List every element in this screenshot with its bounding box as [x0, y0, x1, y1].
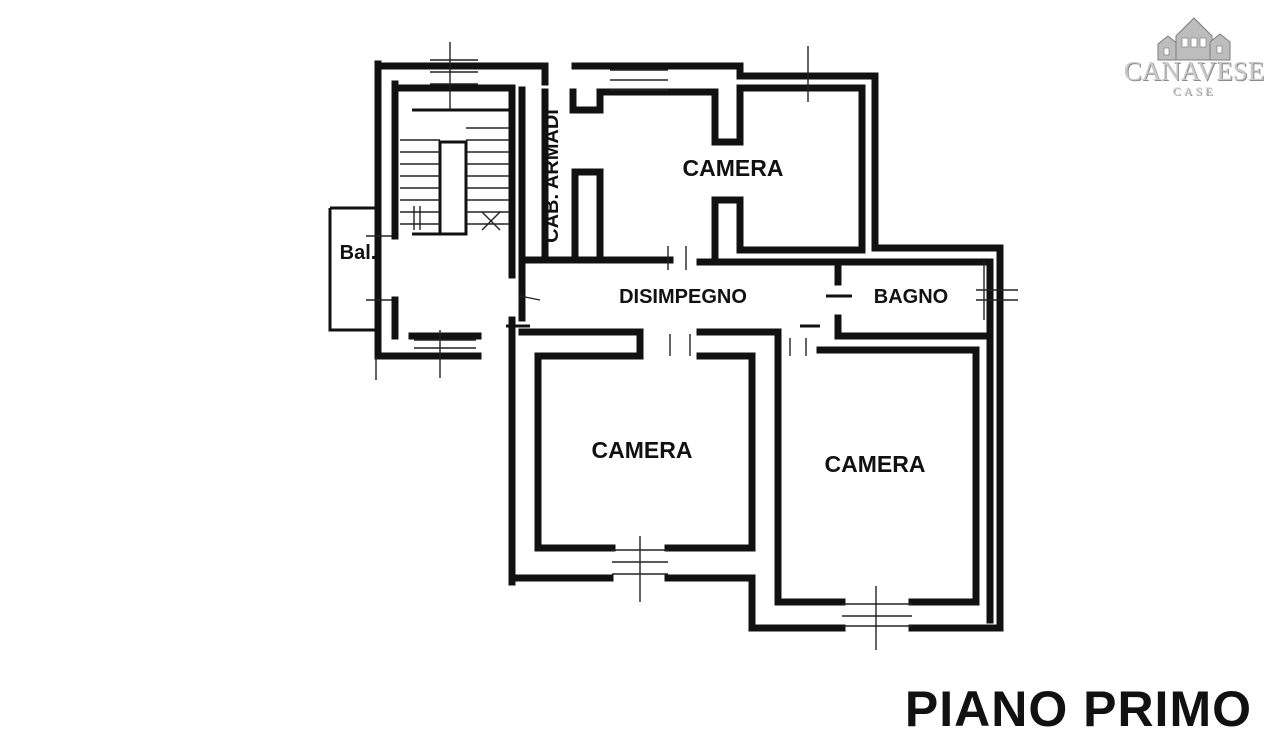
canavese-case-logo: CANAVESE CASE — [1118, 14, 1270, 100]
room-label-bagno: BAGNO — [874, 286, 948, 308]
logo-subtitle: CASE — [1172, 84, 1216, 98]
windows — [366, 42, 1018, 650]
room-label-camera-bottom-left: CAMERA — [592, 437, 693, 463]
room-label-balcony: Bal. — [340, 242, 377, 264]
room-label-cab-armadi: CAB. ARMADI — [541, 109, 563, 243]
room-label-disimpegno: DISIMPEGNO — [619, 286, 747, 308]
outer-walls — [328, 60, 1004, 632]
floor-title: PIANO PRIMO — [904, 681, 1252, 737]
room-label-camera-top: CAMERA — [683, 155, 784, 181]
staircase — [400, 108, 512, 236]
houses-logo-icon — [1157, 17, 1231, 61]
logo-wordmark: CANAVESE — [1123, 56, 1265, 86]
room-label-camera-bottom-right: CAMERA — [825, 451, 926, 477]
doors — [506, 294, 852, 356]
